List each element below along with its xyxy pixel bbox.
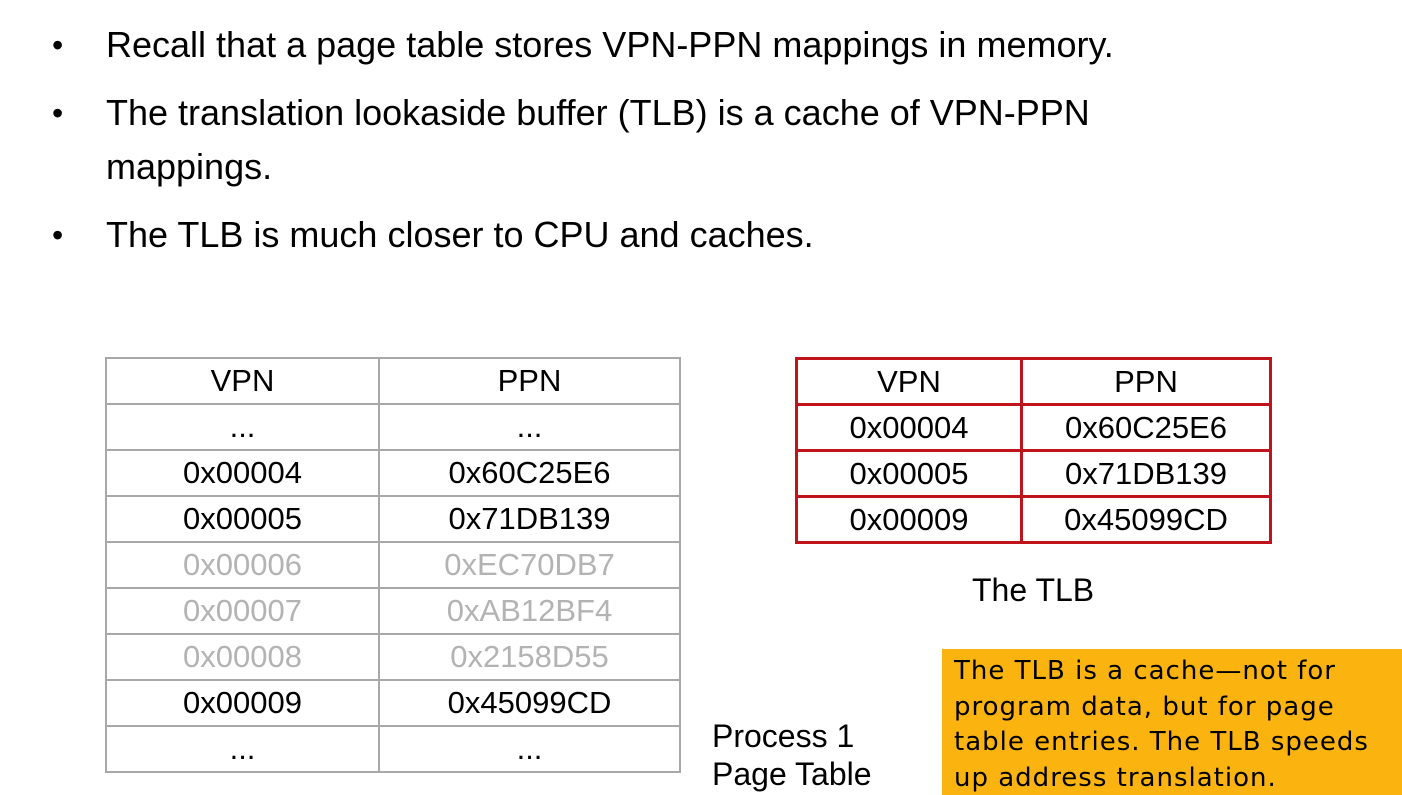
page-table-ppn-cell: 0x45099CD bbox=[378, 679, 681, 727]
tlb-ppn-cell: 0x71DB139 bbox=[1020, 449, 1272, 498]
page-table-ppn-cell: 0xEC70DB7 bbox=[378, 541, 681, 589]
page-table-vpn-cell: ... bbox=[105, 403, 380, 451]
tlb-table: VPN PPN 0x00004 0x60C25E6 0x00005 0x71DB… bbox=[795, 357, 1272, 544]
bullet-marker: • bbox=[52, 217, 64, 253]
note-line: program data, but for page bbox=[954, 691, 1335, 722]
tlb-ppn-cell: 0x45099CD bbox=[1020, 495, 1272, 544]
page-table-header-row: VPN PPN bbox=[105, 357, 681, 405]
page-table-header-vpn: VPN bbox=[105, 357, 380, 405]
page-table-caption-line: Process 1 bbox=[712, 718, 855, 754]
page-table-row-uncached: 0x00008 0x2158D55 bbox=[105, 633, 681, 681]
bullet-line: The translation lookaside buffer (TLB) i… bbox=[106, 92, 1090, 133]
tlb-caption: The TLB bbox=[972, 572, 1095, 608]
note-line: table entries. The TLB speeds bbox=[954, 727, 1369, 757]
page-table-ppn-cell: 0xAB12BF4 bbox=[378, 587, 681, 635]
page-table-row: ... ... bbox=[105, 403, 681, 451]
page-table-vpn-cell: 0x00006 bbox=[105, 541, 380, 589]
page-table-row: 0x00004 0x60C25E6 bbox=[105, 449, 681, 497]
page-table-vpn-cell: 0x00009 bbox=[105, 679, 380, 727]
page-table-vpn-cell: 0x00004 bbox=[105, 449, 380, 497]
page-table-ppn-cell: ... bbox=[378, 403, 681, 451]
bullet-line: Recall that a page table stores VPN-PPN … bbox=[106, 24, 1114, 65]
bullet-marker: • bbox=[52, 27, 64, 63]
tlb-ppn-cell: 0x60C25E6 bbox=[1020, 403, 1272, 452]
page-table-header-ppn: PPN bbox=[378, 357, 681, 405]
note-line: The TLB is a cache—not for bbox=[954, 656, 1336, 686]
tlb-row: 0x00004 0x60C25E6 bbox=[795, 403, 1272, 452]
page-table-ppn-cell: 0x71DB139 bbox=[378, 495, 681, 543]
bullet-text: The TLB is much closer to CPU and caches… bbox=[106, 208, 1306, 262]
page-table-row: 0x00005 0x71DB139 bbox=[105, 495, 681, 543]
bullet-line: The TLB is much closer to CPU and caches… bbox=[106, 214, 814, 255]
page-table-ppn-cell: 0x60C25E6 bbox=[378, 449, 681, 497]
bullet-marker: • bbox=[52, 95, 64, 131]
page-table-caption-line: Page Table bbox=[712, 756, 872, 792]
bullet-text: The translation lookaside buffer (TLB) i… bbox=[106, 86, 1306, 194]
tlb-vpn-cell: 0x00004 bbox=[795, 403, 1023, 452]
tlb-header-row: VPN PPN bbox=[795, 357, 1272, 406]
tlb-row: 0x00005 0x71DB139 bbox=[795, 449, 1272, 498]
page-table-vpn-cell: 0x00008 bbox=[105, 633, 380, 681]
note-line: up address translation. bbox=[954, 762, 1277, 793]
page-table-ppn-cell: ... bbox=[378, 725, 681, 773]
tlb-header-vpn: VPN bbox=[795, 357, 1023, 406]
page-table-vpn-cell: ... bbox=[105, 725, 380, 773]
page-table-ppn-cell: 0x2158D55 bbox=[378, 633, 681, 681]
tlb-vpn-cell: 0x00009 bbox=[795, 495, 1023, 544]
bullet-text: Recall that a page table stores VPN-PPN … bbox=[106, 18, 1306, 72]
tlb-row: 0x00009 0x45099CD bbox=[795, 495, 1272, 544]
page-table-row: ... ... bbox=[105, 725, 681, 773]
page-table-row: 0x00009 0x45099CD bbox=[105, 679, 681, 727]
page-table-vpn-cell: 0x00005 bbox=[105, 495, 380, 543]
page-table-row-uncached: 0x00007 0xAB12BF4 bbox=[105, 587, 681, 635]
tlb-header-ppn: PPN bbox=[1020, 357, 1272, 406]
page-table-caption: Process 1 Page Table bbox=[712, 717, 872, 793]
page-table: VPN PPN ... ... 0x00004 0x60C25E6 0x0000… bbox=[105, 357, 681, 773]
bullet-line: mappings. bbox=[106, 146, 273, 187]
page-table-row-uncached: 0x00006 0xEC70DB7 bbox=[105, 541, 681, 589]
page-table-vpn-cell: 0x00007 bbox=[105, 587, 380, 635]
note-callout: The TLB is a cache—not for program data,… bbox=[942, 649, 1402, 795]
tlb-vpn-cell: 0x00005 bbox=[795, 449, 1023, 498]
